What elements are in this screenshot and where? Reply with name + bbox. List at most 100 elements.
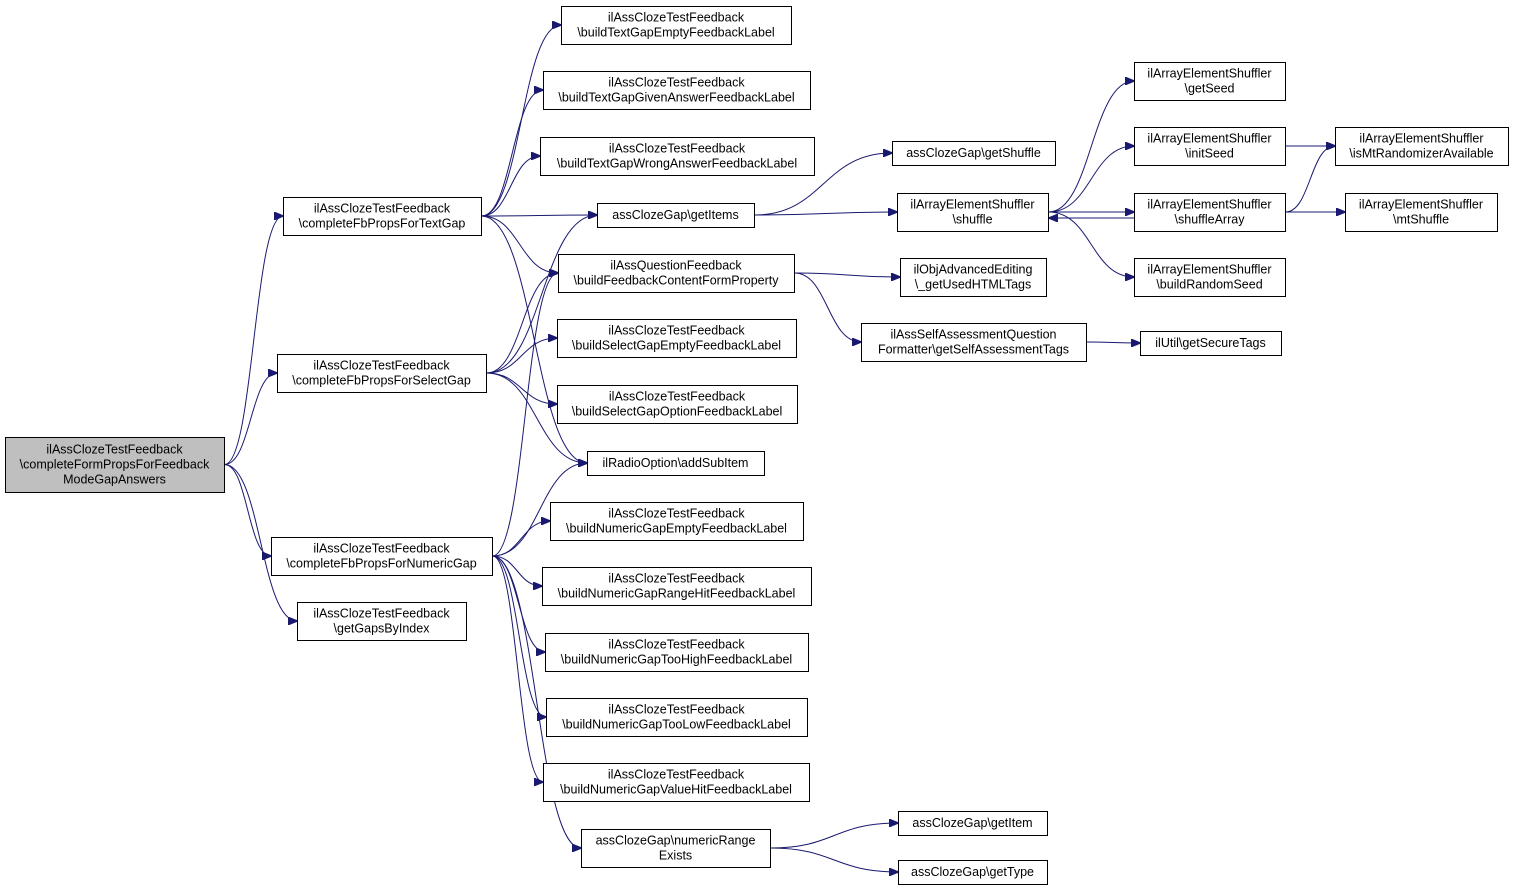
node-label-line: \buildNumericGapRangeHitFeedbackLabel [558, 587, 796, 601]
node-label-line: ilAssClozeTestFeedback [608, 768, 745, 782]
node-label-line: \getSeed [1184, 82, 1234, 96]
node-label-line: assClozeGap\getItems [612, 208, 738, 222]
nodes-layer: ilAssClozeTestFeedback\completeFormProps… [5, 6, 1509, 885]
node-box [587, 451, 765, 476]
node-ng-empty[interactable]: ilAssClozeTestFeedback\buildNumericGapEm… [550, 502, 804, 541]
node-label-line: \_getUsedHTMLTags [915, 278, 1032, 292]
edge-numrange-to-gettype [770, 847, 899, 872]
edge-numericgap-to-ng-empty [492, 521, 551, 557]
node-shuffle[interactable]: ilArrayElementShuffler\shuffle [897, 193, 1049, 232]
node-label-line: ilAssClozeTestFeedback [608, 507, 745, 521]
node-label-line: \buildSelectGapOptionFeedbackLabel [572, 405, 783, 419]
node-shufflearray[interactable]: ilArrayElementShuffler\shuffleArray [1134, 193, 1286, 232]
edge-selectgap-to-buildfb [486, 273, 559, 374]
node-selectgap[interactable]: ilAssClozeTestFeedback\completeFbPropsFo… [277, 354, 487, 393]
node-label-line: \mtShuffle [1393, 213, 1449, 227]
node-label-line: assClozeGap\numericRange [596, 834, 756, 848]
node-mtavail[interactable]: ilArrayElementShuffler\isMtRandomizerAva… [1335, 127, 1509, 166]
edge-numericgap-to-ng-range [492, 555, 543, 586]
node-getitems[interactable]: assClozeGap\getItems [597, 203, 755, 228]
node-ng-value[interactable]: ilAssClozeTestFeedback\buildNumericGapVa… [543, 763, 810, 802]
edge-selectgap-to-addsubitem [486, 372, 588, 463]
node-addsubitem[interactable]: ilRadioOption\addSubItem [587, 451, 765, 476]
node-gettype[interactable]: assClozeGap\getType [898, 860, 1048, 885]
node-tg-empty[interactable]: ilAssClozeTestFeedback\buildTextGapEmpty… [561, 6, 792, 45]
node-label-line: \buildTextGapGivenAnswerFeedbackLabel [558, 91, 794, 105]
edge-getitems-to-shuffle [754, 212, 898, 215]
edge-buildfb-to-selfassess [794, 272, 862, 342]
node-box [898, 811, 1048, 836]
node-label-line: assClozeGap\getType [911, 865, 1034, 879]
node-box [1345, 193, 1498, 232]
node-getgaps[interactable]: ilAssClozeTestFeedback\getGapsByIndex [297, 602, 467, 641]
node-label-line: ilAssClozeTestFeedback [608, 638, 745, 652]
edge-textgap-to-getitems [481, 215, 598, 216]
node-tg-given[interactable]: ilAssClozeTestFeedback\buildTextGapGiven… [543, 71, 811, 110]
edge-shufflearray-to-mtavail [1285, 146, 1336, 213]
node-randomseed[interactable]: ilArrayElementShuffler\buildRandomSeed [1134, 258, 1286, 297]
node-securetags[interactable]: ilUtil\getSecureTags [1140, 331, 1282, 356]
node-box [546, 698, 808, 737]
node-label-line: \shuffleArray [1175, 213, 1246, 227]
node-objadv[interactable]: ilObjAdvancedEditing\_getUsedHTMLTags [900, 258, 1047, 297]
node-getseed[interactable]: ilArrayElementShuffler\getSeed [1134, 62, 1286, 101]
edge-numericgap-to-ng-low [492, 555, 547, 717]
node-buildfb[interactable]: ilAssQuestionFeedback\buildFeedbackConte… [558, 254, 795, 293]
node-box [543, 71, 811, 110]
node-label-line: ilAssClozeTestFeedback [313, 607, 450, 621]
node-sg-option[interactable]: ilAssClozeTestFeedback\buildSelectGapOpt… [557, 385, 798, 424]
edge-selectgap-to-sg-option [486, 372, 558, 404]
edge-textgap-to-buildfb [481, 215, 559, 273]
node-sg-empty[interactable]: ilAssClozeTestFeedback\buildSelectGapEmp… [557, 319, 797, 358]
node-getshuffle[interactable]: assClozeGap\getShuffle [892, 141, 1056, 166]
node-box [557, 319, 797, 358]
node-label-line: \isMtRandomizerAvailable [1349, 147, 1493, 161]
node-numericgap[interactable]: ilAssClozeTestFeedback\completeFbPropsFo… [271, 537, 493, 576]
node-ng-high[interactable]: ilAssClozeTestFeedback\buildNumericGapTo… [545, 633, 809, 672]
node-box [581, 829, 771, 868]
node-box [283, 197, 482, 236]
node-label-line: ilAssClozeTestFeedback [608, 11, 745, 25]
node-box [897, 193, 1049, 232]
node-label-line: ilAssClozeTestFeedback [46, 443, 183, 457]
edge-root-to-numericgap [224, 464, 272, 557]
node-box [898, 860, 1048, 885]
node-ng-low[interactable]: ilAssClozeTestFeedback\buildNumericGapTo… [546, 698, 808, 737]
node-box [540, 137, 815, 176]
node-tg-wrong[interactable]: ilAssClozeTestFeedback\buildTextGapWrong… [540, 137, 815, 176]
node-box [1134, 258, 1286, 297]
node-box [558, 254, 795, 293]
node-box [561, 6, 792, 45]
edge-selectgap-to-sg-empty [486, 338, 558, 374]
node-box [892, 141, 1056, 166]
node-box [1134, 62, 1286, 101]
node-label-line: ilAssClozeTestFeedback [609, 390, 746, 404]
node-label-line: ilAssSelfAssessmentQuestion [890, 328, 1056, 342]
node-textgap[interactable]: ilAssClozeTestFeedback\completeFbPropsFo… [283, 197, 482, 236]
node-label-line: \initSeed [1185, 147, 1234, 161]
node-box [1140, 331, 1282, 356]
node-initseed[interactable]: ilArrayElementShuffler\initSeed [1134, 127, 1286, 166]
node-box [900, 258, 1047, 297]
edge-numrange-to-getitem [770, 823, 899, 849]
edge-textgap-to-tg-given [481, 90, 544, 217]
node-root[interactable]: ilAssClozeTestFeedback\completeFormProps… [5, 437, 225, 493]
edge-selfassess-to-securetags [1086, 342, 1141, 343]
node-ng-range[interactable]: ilAssClozeTestFeedback\buildNumericGapRa… [542, 567, 812, 606]
edge-shuffle-to-getseed [1048, 81, 1135, 213]
node-selfassess[interactable]: ilAssSelfAssessmentQuestionFormatter\get… [861, 323, 1087, 362]
node-label-line: ilAssClozeTestFeedback [608, 324, 745, 338]
node-label-line: ModeGapAnswers [63, 473, 166, 487]
edge-selectgap-to-getitems [486, 215, 598, 374]
node-label-line: ilArrayElementShuffler [1147, 263, 1271, 277]
node-label-line: \shuffle [952, 213, 992, 227]
edge-textgap-to-tg-wrong [481, 156, 541, 217]
node-mtshuffle[interactable]: ilArrayElementShuffler\mtShuffle [1345, 193, 1498, 232]
node-label-line: ilArrayElementShuffler [1147, 198, 1271, 212]
node-label-line: \buildNumericGapTooLowFeedbackLabel [562, 718, 791, 732]
node-label-line: ilAssClozeTestFeedback [608, 703, 745, 717]
node-getitem[interactable]: assClozeGap\getItem [898, 811, 1048, 836]
node-label-line: \completeFbPropsForSelectGap [292, 374, 471, 388]
